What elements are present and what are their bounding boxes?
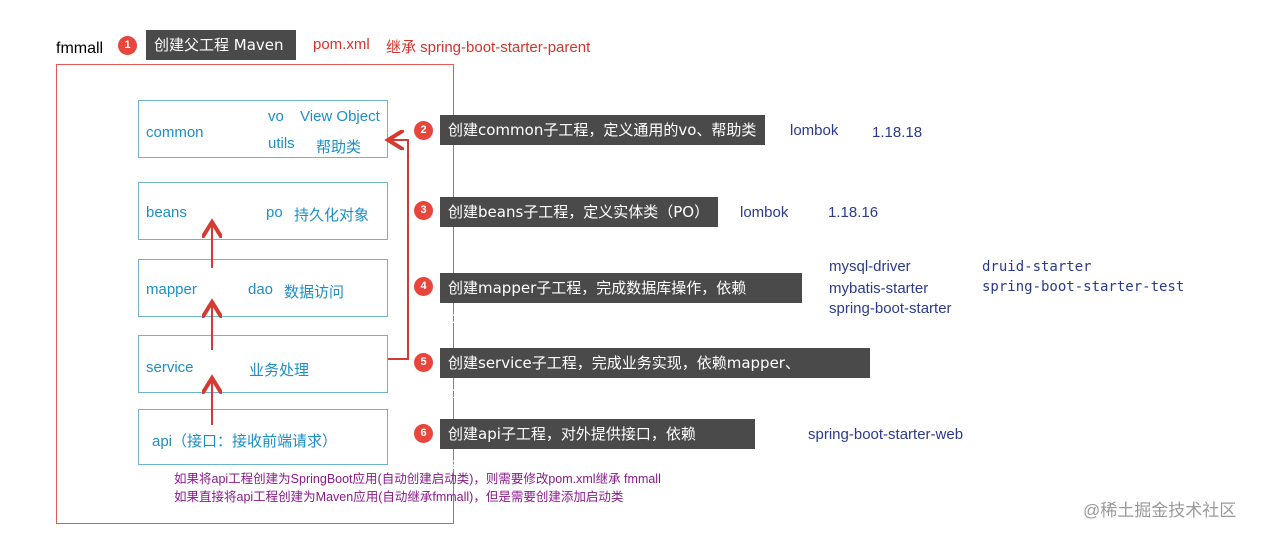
- common-dep-lib: lombok: [790, 122, 839, 139]
- service-desc: 业务处理: [249, 362, 310, 379]
- step-badge-4: 4: [414, 277, 433, 296]
- api-dep-1: spring-boot-starter-web: [808, 426, 964, 443]
- module-beans-name: beans: [146, 204, 187, 221]
- module-service-box: [138, 335, 388, 393]
- common-utils-desc: 帮助类: [316, 139, 362, 156]
- arrow-service-to-common: [388, 140, 409, 360]
- module-api-box: [138, 409, 388, 465]
- step-badge-3: 3: [414, 201, 433, 220]
- module-service-name: service: [146, 359, 194, 376]
- module-common-name: common: [146, 124, 204, 141]
- mapper-dep-1: mysql-driver: [829, 258, 911, 275]
- common-utils: utils: [268, 135, 295, 152]
- mapper-dao-desc: 数据访问: [284, 284, 345, 301]
- note-line-2: 如果直接将api工程创建为Maven应用(自动继承fmmall)，但是需要创建添…: [174, 490, 624, 504]
- beans-po-desc: 持久化对象: [294, 207, 370, 224]
- mapper-dep-4: druid-starter: [982, 259, 1092, 275]
- step-5-label: 创建service子工程，完成业务实现，依赖mapper、common: [440, 348, 870, 402]
- module-mapper-box: [138, 259, 388, 317]
- step-badge-5: 5: [414, 353, 433, 372]
- mapper-dep-3: spring-boot-starter: [829, 300, 952, 317]
- pom-note: pom.xml: [313, 36, 370, 53]
- module-beans-box: [138, 182, 388, 240]
- beans-dep-lib: lombok: [740, 204, 789, 221]
- step-6-label: 创建api子工程，对外提供接口，依赖service: [440, 419, 755, 473]
- step-badge-2: 2: [414, 121, 433, 140]
- module-mapper-name: mapper: [146, 281, 197, 298]
- mapper-dao: dao: [248, 281, 274, 298]
- step-1-label: 创建父工程 Maven: [146, 30, 296, 60]
- mapper-dep-5: spring-boot-starter-test: [982, 279, 1185, 295]
- note-line-1: 如果将api工程创建为SpringBoot应用(自动创建启动类)，则需要修改po…: [174, 472, 661, 486]
- watermark: @稀土掘金技术社区: [1083, 501, 1237, 520]
- step-4-label: 创建mapper子工程，完成数据库操作，依赖 beans: [440, 273, 802, 327]
- step-badge-1: 1: [118, 36, 137, 55]
- common-dep-ver: 1.18.18: [872, 124, 923, 141]
- common-vo-desc: View Object: [300, 108, 380, 125]
- beans-dep-ver: 1.18.16: [828, 204, 879, 221]
- common-vo: vo: [268, 108, 284, 125]
- module-api-name: api（接口：接收前端请求）: [152, 433, 338, 450]
- module-common-box: [138, 100, 388, 158]
- beans-po: po: [266, 204, 283, 221]
- step-badge-6: 6: [414, 424, 433, 443]
- mapper-dep-2: mybatis-starter: [829, 280, 929, 297]
- step-2-label: 创建common子工程，定义通用的vo、帮助类: [440, 115, 765, 145]
- root-project-label: fmmall: [56, 40, 104, 57]
- inherit-note: 继承 spring-boot-starter-parent: [386, 39, 591, 56]
- step-3-label: 创建beans子工程，定义实体类（PO）: [440, 197, 718, 227]
